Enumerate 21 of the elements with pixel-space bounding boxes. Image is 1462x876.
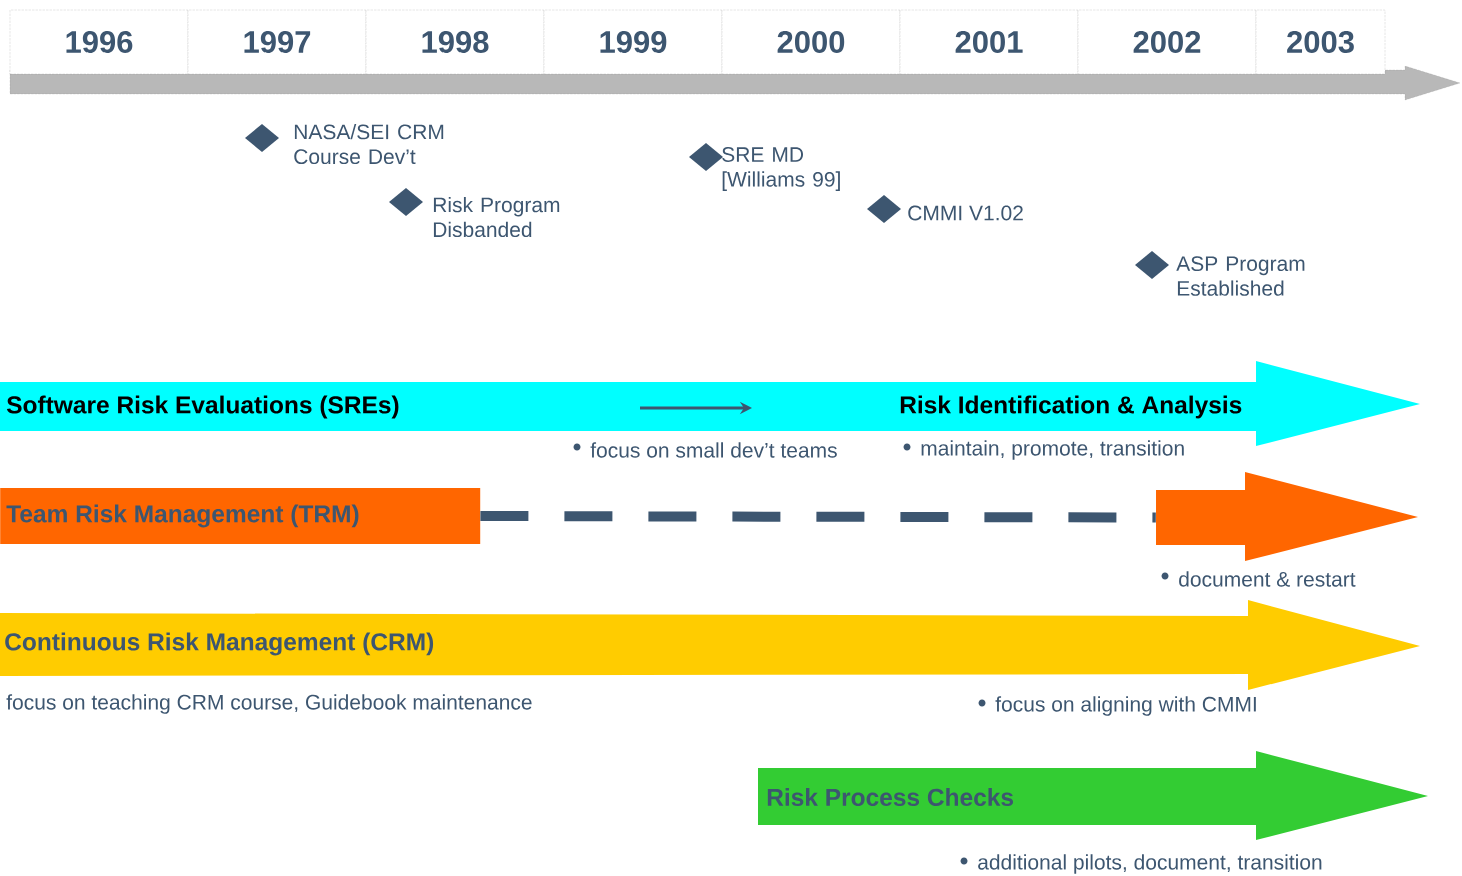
milestone-label: CMMI V1.02 bbox=[908, 205, 1023, 221]
arrow-shape bbox=[1156, 472, 1418, 561]
process-box: Team Risk Management (TRM) bbox=[0, 488, 481, 544]
bullet-item: focus on aligning with CMMI bbox=[978, 696, 1256, 716]
arrow-band: Continuous Risk Management (CRM) bbox=[0, 600, 1420, 690]
milestone-label: ASP Program Established bbox=[1176, 256, 1305, 296]
year-cell: 1998 bbox=[365, 9, 545, 75]
milestone-label: NASA/SEI CRM Course Dev’t bbox=[294, 123, 444, 165]
arrow-band: Risk Process Checks bbox=[758, 751, 1428, 840]
year-cell: 2001 bbox=[899, 9, 1079, 75]
year-cell: 2000 bbox=[721, 9, 901, 75]
dashed-line bbox=[480, 511, 1156, 523]
year-cell: 1997 bbox=[187, 9, 367, 75]
year-cell: 2002 bbox=[1077, 9, 1257, 75]
milestone-label: SRE MD [Williams 99] bbox=[722, 147, 840, 191]
bullet-item: document & restart bbox=[1161, 571, 1356, 587]
year-cell: 1996 bbox=[9, 9, 189, 75]
milestone-label: Risk Program Disbanded bbox=[433, 196, 560, 238]
bullet-item: additional pilots, document, transition bbox=[960, 854, 1322, 874]
year-cell: 2003 bbox=[1255, 9, 1386, 75]
year-cell: 1999 bbox=[543, 9, 723, 75]
